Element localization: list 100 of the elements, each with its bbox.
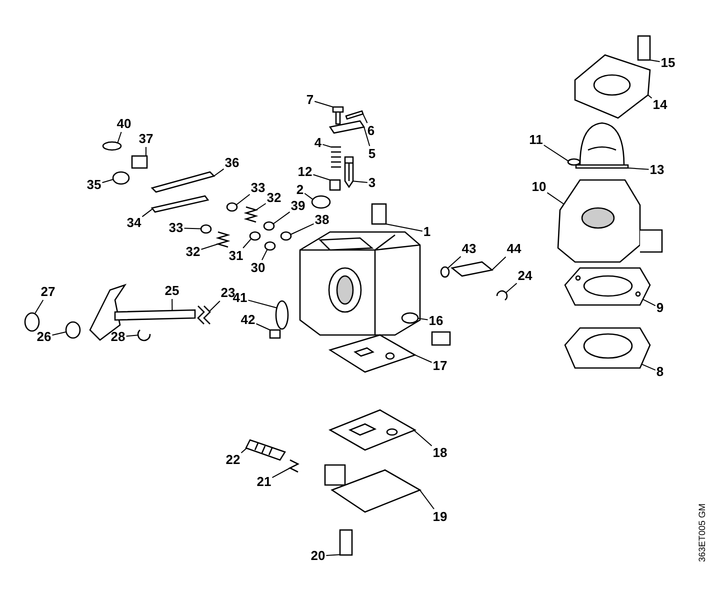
- o-ring-drawing: [440, 266, 450, 278]
- plug-drawing: [311, 195, 331, 209]
- leader-line: [126, 334, 139, 337]
- callout-number: 34: [126, 216, 142, 230]
- callout-number: 36: [224, 156, 240, 170]
- leader-line: [386, 224, 423, 232]
- leader-line: [352, 180, 368, 184]
- diaphragm-drawing: [564, 327, 651, 369]
- leader-line: [272, 211, 290, 224]
- throttle-shaft-drawing: [114, 309, 196, 321]
- callout-number: 31: [228, 249, 244, 263]
- leader-line: [364, 126, 370, 146]
- screw-drawing: [269, 329, 281, 339]
- leader-line: [172, 298, 173, 312]
- washer-drawing: [65, 321, 81, 339]
- strainer-drawing: [450, 261, 494, 277]
- leader-line: [641, 364, 656, 371]
- callout-number: 24: [518, 269, 532, 283]
- cylinder-drawing: [329, 179, 341, 191]
- leader-line: [414, 430, 432, 446]
- callout-number: 20: [310, 549, 326, 563]
- adjusting-needle-drawing: [150, 171, 216, 193]
- leader-line: [256, 323, 270, 330]
- callout-number: 3: [368, 176, 376, 190]
- leader-line: [34, 300, 44, 314]
- leader-line: [312, 174, 330, 180]
- washer-drawing: [263, 221, 275, 231]
- adjusting-screw-drawing: [245, 439, 286, 461]
- callout-number: 25: [164, 284, 180, 298]
- leader-line: [326, 554, 340, 556]
- leader-line: [145, 146, 146, 156]
- callout-number: 21: [256, 475, 272, 489]
- callout-number: 19: [432, 510, 448, 524]
- callout-number: 37: [138, 132, 154, 146]
- callout-number: 11: [529, 133, 543, 147]
- callout-number: 10: [532, 180, 546, 194]
- callout-number: 33: [168, 221, 184, 235]
- callout-number: 43: [462, 242, 476, 256]
- leader-line: [546, 192, 564, 205]
- leader-line: [256, 203, 266, 210]
- callout-number: 32: [266, 191, 282, 205]
- sleeve-drawing: [131, 155, 148, 169]
- leader-line: [117, 132, 122, 144]
- screw-drawing: [339, 529, 353, 556]
- callout-number: 28: [110, 330, 126, 344]
- callout-number: 5: [368, 147, 376, 161]
- callout-number: 27: [40, 285, 56, 299]
- plug-drawing: [371, 203, 387, 225]
- cap-drawing: [24, 312, 40, 332]
- leader-line: [314, 100, 334, 108]
- leader-line: [419, 489, 435, 510]
- callout-number: 33: [250, 181, 266, 195]
- leader-line: [52, 331, 67, 336]
- choke-disc-drawing: [275, 300, 289, 330]
- callout-number: 2: [296, 183, 304, 197]
- callout-number: 42: [240, 313, 256, 327]
- pump-cover-drawing: [574, 54, 651, 119]
- callout-number: 32: [186, 245, 200, 259]
- callout-number: 12: [298, 165, 312, 179]
- callout-number: 17: [432, 359, 448, 373]
- leader-line: [304, 192, 314, 200]
- pump-housing-drawing: [557, 179, 663, 263]
- callout-number: 40: [116, 117, 132, 131]
- callout-number: 18: [432, 446, 448, 460]
- leader-line: [248, 300, 278, 308]
- clip-drawing: [496, 290, 508, 301]
- callout-number: 4: [314, 136, 322, 150]
- spring-drawing: [330, 146, 342, 168]
- gasket-drawing: [564, 267, 651, 306]
- callout-number: 7: [306, 93, 314, 107]
- spring-drawing: [216, 231, 230, 248]
- washer-drawing: [249, 231, 261, 241]
- cap-drawing: [112, 171, 130, 185]
- screw-drawing: [637, 35, 651, 61]
- callout-number: 39: [290, 199, 306, 213]
- leader-line: [362, 114, 368, 124]
- callout-number: 22: [226, 453, 240, 467]
- screen-drawing: [401, 312, 419, 324]
- callout-number: 9: [656, 301, 664, 315]
- leader-line: [505, 282, 518, 294]
- leader-line: [417, 318, 428, 320]
- leader-line: [262, 248, 268, 260]
- leader-line: [290, 223, 314, 235]
- leader-line: [208, 300, 220, 312]
- leader-line: [447, 256, 462, 269]
- leader-line: [184, 228, 202, 230]
- valve-disc-drawing: [567, 158, 581, 166]
- leader-line: [628, 167, 650, 170]
- leader-line: [236, 194, 250, 206]
- callout-number: 44: [506, 242, 522, 256]
- leader-line: [200, 244, 218, 250]
- leader-line: [414, 354, 432, 363]
- washer-drawing: [200, 224, 212, 234]
- leader-line: [214, 168, 224, 176]
- drawing-code: 363ET005 GM: [697, 503, 707, 562]
- callout-number: 8: [656, 365, 664, 379]
- screw-drawing: [332, 106, 344, 125]
- leader-line: [492, 256, 506, 270]
- leader-line: [650, 60, 660, 62]
- leader-line: [322, 144, 332, 148]
